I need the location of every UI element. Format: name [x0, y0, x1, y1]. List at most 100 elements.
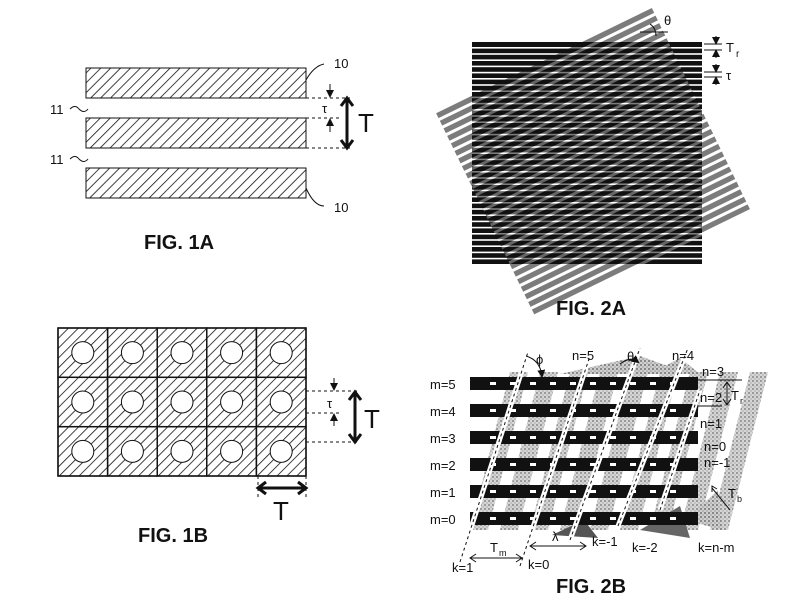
rotated-gap — [471, 80, 689, 189]
rotated-gap — [501, 141, 719, 250]
horizontal-gap-line — [472, 47, 702, 49]
bar-highlight — [530, 490, 536, 493]
hole-circle — [269, 341, 293, 365]
fig2a-diagram: θ T r τ — [436, 8, 752, 318]
inclined-grating-edge — [459, 351, 529, 563]
fig2b-phi-label: ϕ — [536, 352, 543, 367]
rotated-bar — [509, 159, 728, 270]
fig1b-diagram: τ T T — [57, 327, 380, 526]
horizontal-black-bar — [470, 377, 698, 390]
rotated-bar — [506, 151, 725, 262]
fig1a-ref-gap-lower: 11 — [50, 152, 64, 167]
rotated-gap — [456, 50, 674, 159]
hole-circle — [170, 341, 194, 365]
bar-highlight — [550, 517, 556, 520]
rotated-bar — [461, 60, 680, 171]
moire-fringe — [560, 356, 690, 374]
inclined-grating-edge — [617, 347, 689, 527]
bar-highlight — [570, 436, 576, 439]
horizontal-gap-line — [472, 121, 702, 123]
hole-circle — [71, 390, 95, 414]
rotated-gap — [519, 178, 737, 287]
bar-highlight — [490, 409, 496, 412]
rotated-bar — [498, 136, 717, 247]
bar-highlight — [610, 490, 616, 493]
fig2b-k-label-minus1: k=-1 — [592, 534, 618, 549]
horizontal-gap-line — [472, 195, 702, 198]
rotated-gap — [460, 58, 678, 167]
rotated-bar — [502, 143, 721, 254]
inclined-grating-line — [657, 389, 703, 511]
fig2b-inclined-lines — [457, 347, 703, 567]
rotated-bar — [495, 128, 714, 239]
hole-circle — [220, 390, 244, 414]
rotated-gap — [482, 103, 700, 212]
bar-highlight — [570, 490, 576, 493]
hole-circle — [120, 439, 144, 463]
horizontal-gap-line — [472, 177, 702, 179]
bar-highlight — [610, 436, 616, 439]
rotated-gap — [445, 27, 663, 136]
hole-circle — [220, 341, 244, 365]
bar-highlight — [590, 463, 596, 466]
bar-highlight — [510, 409, 516, 412]
moire-fringe — [710, 372, 768, 530]
rotated-gap — [490, 118, 708, 227]
rotated-bar — [436, 8, 655, 119]
rotated-bar — [443, 23, 662, 134]
horizontal-gap-line — [472, 140, 702, 142]
bar-highlight — [510, 436, 516, 439]
fig1a-ref-strip-top: 10 — [334, 56, 348, 71]
rotated-gap — [467, 73, 685, 182]
rotated-bar — [487, 113, 706, 224]
rotated-bar — [447, 30, 666, 141]
horizontal-gap-line — [472, 158, 702, 161]
bar-highlight — [510, 490, 516, 493]
rotated-bar — [524, 189, 743, 300]
bar-highlight — [550, 436, 556, 439]
bar-highlight — [550, 382, 556, 385]
rotated-gap — [534, 209, 752, 318]
bar-highlight — [530, 436, 536, 439]
rotated-gap — [478, 95, 697, 204]
bar-highlight — [650, 463, 656, 466]
bar-highlight — [650, 490, 656, 493]
hole-circle — [120, 390, 144, 414]
bar-highlight — [610, 409, 616, 412]
rotated-bar — [465, 68, 684, 179]
bar-highlight — [590, 409, 596, 412]
horizontal-black-bar — [470, 404, 698, 417]
bar-highlight — [590, 436, 596, 439]
rotated-bar — [491, 121, 710, 232]
rotated-gap — [515, 171, 733, 280]
rotated-gap — [464, 65, 682, 174]
bar-highlight — [510, 463, 516, 466]
fig2b-tb-label: T — [728, 486, 736, 501]
hole-circle — [170, 439, 194, 463]
fig1a-strip-top — [85, 67, 307, 99]
rotated-bar — [450, 38, 669, 149]
horizontal-black-bar — [470, 431, 698, 444]
bar-highlight — [670, 490, 676, 493]
fig1a-ref-gap-upper: 11 — [50, 102, 64, 117]
fig2b-n-label-minus1: n=-1 — [704, 455, 730, 470]
fig2a-rotated-grating — [436, 8, 752, 318]
fig1a-caption: FIG. 1A — [144, 232, 215, 254]
rotated-bar — [472, 83, 692, 194]
fig2b-n-label-0: n=0 — [704, 439, 726, 454]
bar-highlight — [590, 490, 596, 493]
grid-cell — [255, 425, 307, 477]
rotated-gap — [493, 126, 711, 235]
fig2b-black-bars — [470, 377, 698, 525]
bar-highlight — [650, 409, 656, 412]
rotated-gap — [530, 201, 748, 310]
bar-highlight — [630, 382, 636, 385]
rotated-gap — [475, 88, 693, 197]
fig1b-caption: FIG. 1B — [138, 525, 209, 547]
fig1b-cell-grid — [57, 327, 307, 477]
bar-highlight — [530, 463, 536, 466]
fig2b-tm-subscript: m — [499, 548, 507, 558]
fig2b-m-label-3: m=3 — [430, 431, 456, 446]
rotated-gap — [453, 43, 671, 151]
rotated-gap — [438, 12, 656, 121]
